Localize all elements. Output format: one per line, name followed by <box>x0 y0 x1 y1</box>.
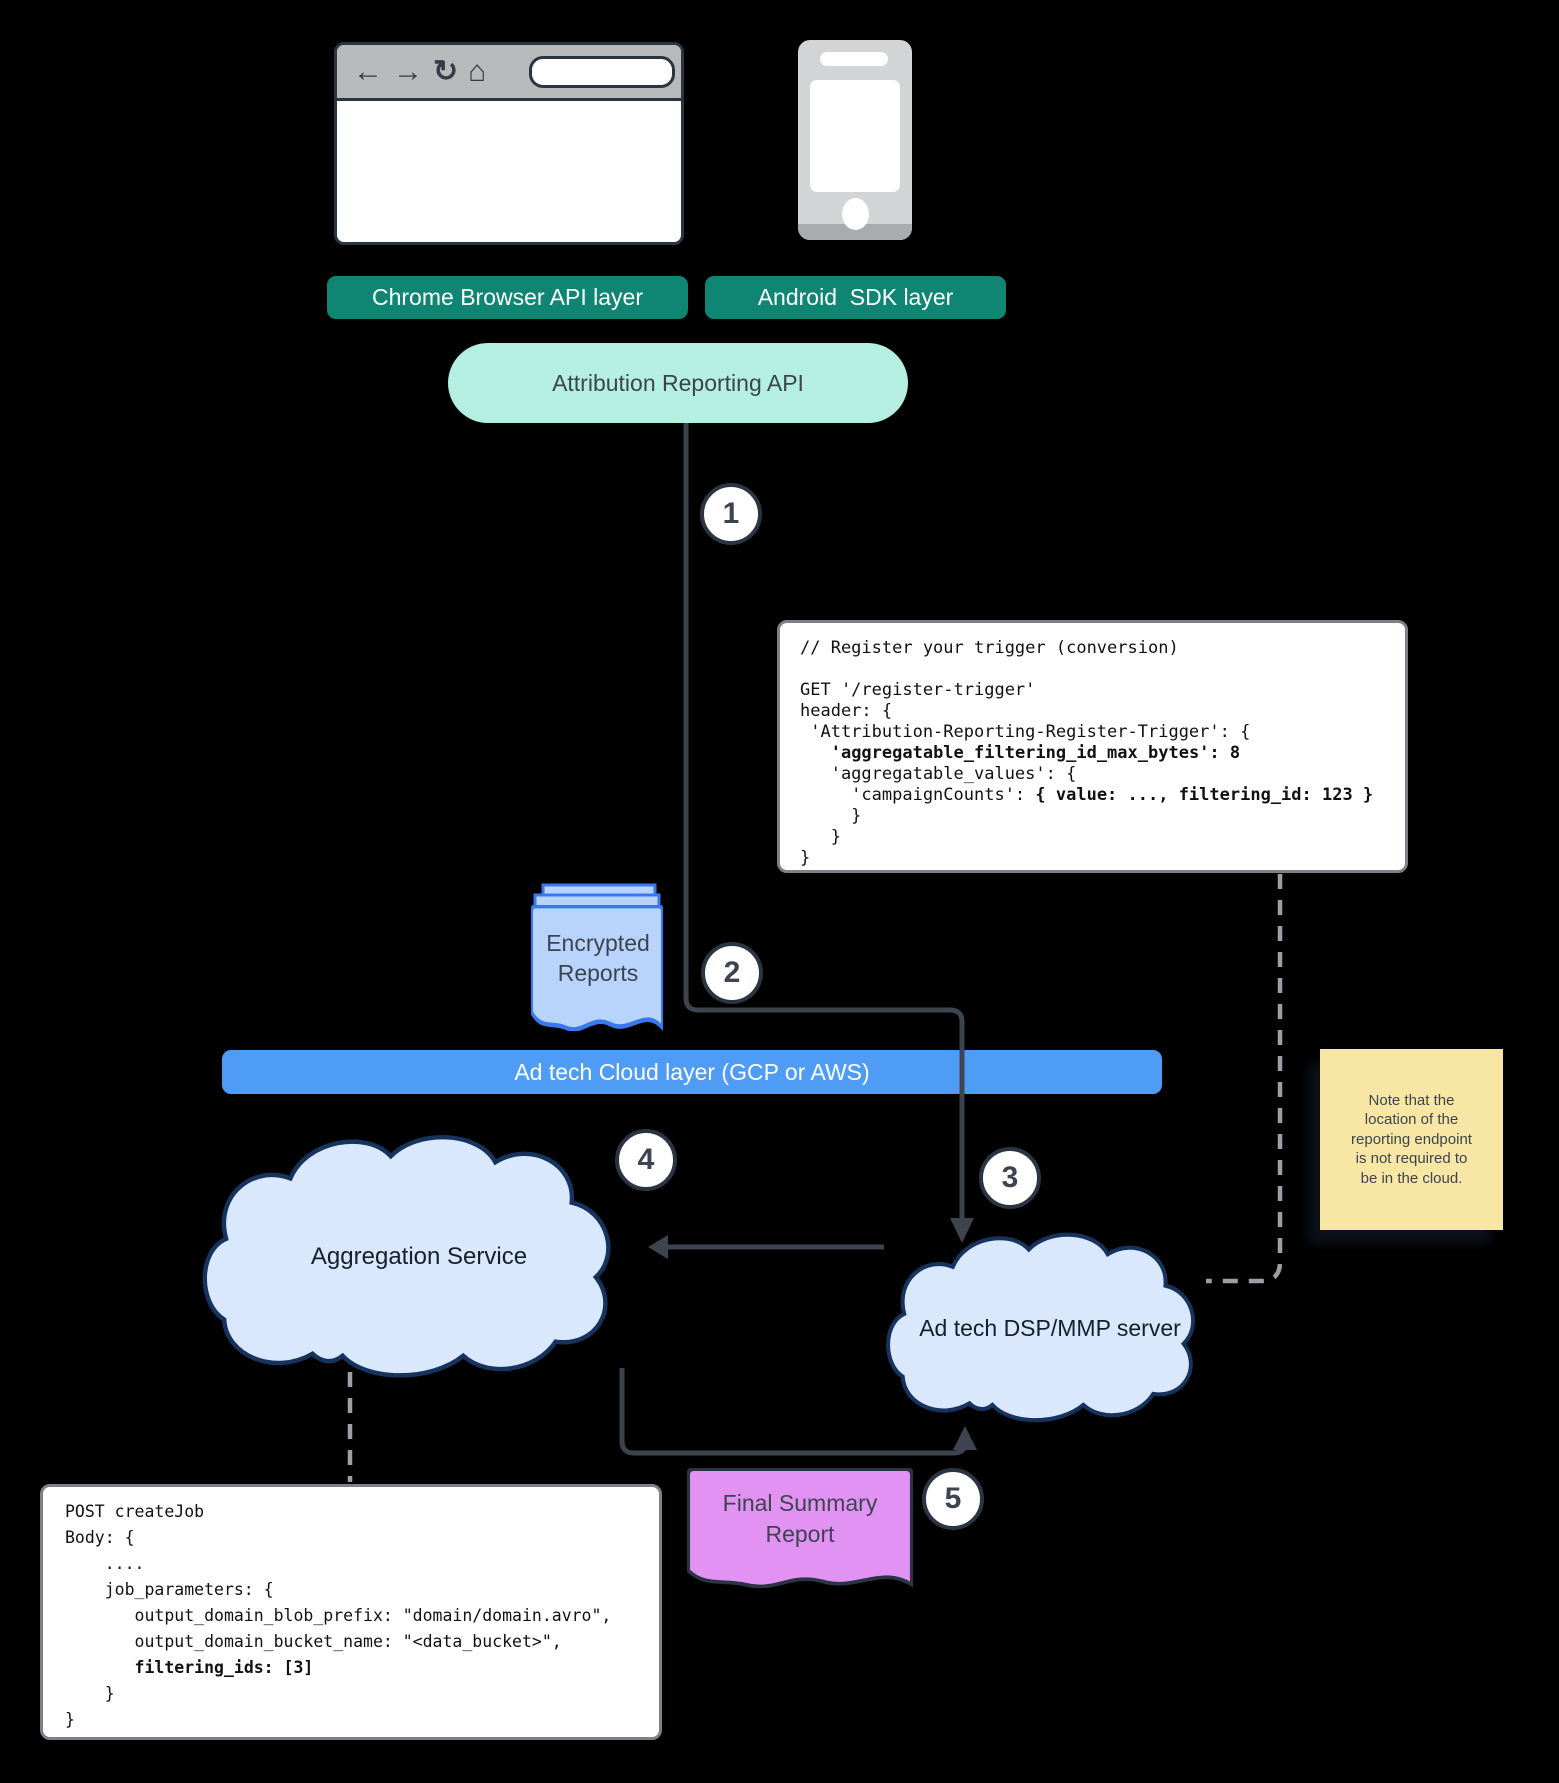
final-summary-report-label: Final Summary Report <box>722 1490 878 1547</box>
final-summary-report-doc <box>687 1468 913 1588</box>
step-2-badge: 2 <box>701 942 763 1004</box>
step-4-badge: 4 <box>615 1129 677 1191</box>
chrome-browser-api-layer-box: Chrome Browser API layer <box>327 276 688 319</box>
dashed-line-trigger-code-to-server <box>1206 874 1283 1284</box>
home-icon: ⌂ <box>468 54 487 88</box>
attribution-api-label: Attribution Reporting API <box>552 369 804 396</box>
adtech-cloud-layer-bar: Ad tech Cloud layer (GCP or AWS) <box>222 1050 1162 1094</box>
phone-bottom-band <box>798 224 912 240</box>
cloud-shape <box>202 1135 611 1378</box>
browser-toolbar: ← → ↻ ⌂ <box>337 45 681 101</box>
step-5-badge: 5 <box>922 1468 984 1530</box>
forward-icon: → <box>393 54 423 88</box>
android-layer-label: Android SDK layer <box>757 284 954 310</box>
browser-window: ← → ↻ ⌂ <box>334 42 684 245</box>
dsp-mmp-server-label: Ad tech DSP/MMP server <box>919 1314 1181 1341</box>
flow-line-trigger-to-server <box>683 423 965 1222</box>
arrowhead-into-server <box>950 1218 974 1243</box>
url-bar <box>529 56 675 88</box>
chrome-layer-label: Chrome Browser API layer <box>372 284 643 310</box>
android-sdk-layer-box: Android SDK layer <box>705 276 1006 319</box>
step-1-badge: 1 <box>700 483 762 545</box>
dsp-mmp-server-cloud: Ad tech DSP/MMP server <box>883 1226 1217 1430</box>
note-text: Note that the location of the reporting … <box>1351 1091 1472 1187</box>
register-trigger-code-box: // Register your trigger (conversion) GE… <box>777 620 1408 873</box>
arrowhead-up-into-server <box>953 1426 977 1450</box>
reload-icon: ↻ <box>433 54 459 88</box>
step-3-badge: 3 <box>979 1147 1041 1209</box>
phone-home-button <box>842 198 869 230</box>
phone-screen <box>810 80 900 192</box>
encrypted-reports-label: Encrypted Reports <box>546 930 650 986</box>
aggregation-service-cloud: Aggregation Service <box>198 1126 640 1388</box>
adtech-cloud-layer-label: Ad tech Cloud layer (GCP or AWS) <box>514 1058 870 1085</box>
aggregation-service-label: Aggregation Service <box>310 1243 528 1270</box>
cloud-shape <box>886 1232 1195 1423</box>
back-icon: ← <box>353 54 383 88</box>
phone-speaker <box>820 52 888 66</box>
reporting-endpoint-note: Note that the location of the reporting … <box>1320 1049 1503 1230</box>
android-phone <box>798 40 912 240</box>
attribution-reporting-api-pill: Attribution Reporting API <box>448 343 908 423</box>
encrypted-reports-doc-stack <box>531 883 663 1031</box>
arrowhead-into-aggregation <box>648 1235 668 1259</box>
